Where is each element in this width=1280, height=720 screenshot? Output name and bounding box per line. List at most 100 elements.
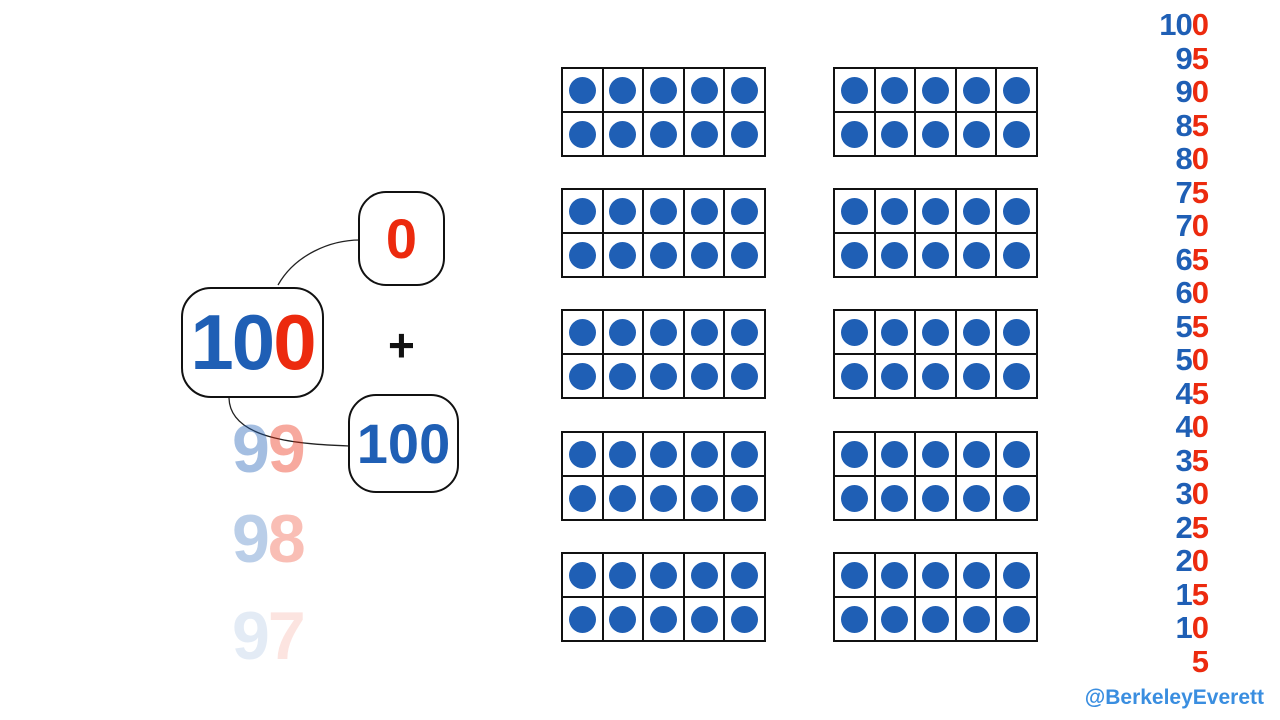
ten-frame-cell bbox=[684, 190, 724, 232]
counter-dot-icon bbox=[921, 318, 949, 346]
count-item: 45 bbox=[1159, 376, 1210, 411]
counter-dot-icon bbox=[1003, 197, 1031, 225]
counter-dot-icon bbox=[1003, 76, 1031, 104]
counter-dot-icon bbox=[962, 197, 990, 225]
ten-frame-cell bbox=[644, 355, 683, 397]
ten-frame-cell bbox=[997, 554, 1036, 596]
ten-frame-cell bbox=[644, 190, 683, 232]
counter-dot-icon bbox=[840, 484, 868, 512]
ten-frame-cell bbox=[916, 433, 955, 475]
ten-frame-cell bbox=[563, 355, 602, 397]
counter-dot-icon bbox=[1003, 120, 1031, 148]
counter-dot-icon bbox=[609, 362, 637, 390]
counter-dot-icon bbox=[921, 120, 949, 148]
ten-frame-cell bbox=[563, 554, 602, 596]
main-number-ones: 0 bbox=[273, 298, 316, 386]
ten-frame-cell bbox=[725, 477, 764, 519]
count-ones: 5 bbox=[1191, 241, 1209, 277]
ten-frame-cell bbox=[875, 433, 915, 475]
counter-dot-icon bbox=[1003, 561, 1031, 589]
ten-frame-cell bbox=[997, 113, 1036, 155]
ten-frame bbox=[561, 188, 766, 278]
count-ones: 0 bbox=[1191, 74, 1209, 109]
ten-frame-cell bbox=[835, 69, 874, 111]
counter-dot-icon bbox=[609, 318, 637, 346]
counter-dot-icon bbox=[840, 605, 868, 633]
counter-dot-icon bbox=[649, 440, 677, 468]
count-ones: 0 bbox=[1191, 275, 1209, 310]
counter-dot-icon bbox=[1003, 318, 1031, 346]
ones-part-bubble: 0 bbox=[358, 191, 445, 286]
count-tens: 2 bbox=[1175, 509, 1193, 545]
ten-frame-cell bbox=[916, 598, 955, 640]
counter-dot-icon bbox=[962, 362, 990, 390]
ten-frame-cell bbox=[725, 598, 764, 640]
ten-frame-cell bbox=[835, 598, 874, 640]
count-ones: 0 bbox=[1191, 476, 1209, 511]
ten-frame-cell bbox=[875, 477, 915, 519]
count-item: 40 bbox=[1159, 409, 1210, 444]
ten-frame-cell bbox=[875, 69, 915, 111]
ten-frame-cell bbox=[997, 311, 1036, 353]
ten-frame-cell bbox=[603, 554, 643, 596]
counter-dot-icon bbox=[690, 440, 718, 468]
ten-frame-cell bbox=[956, 554, 996, 596]
counter-dot-icon bbox=[1003, 362, 1031, 390]
counter-dot-icon bbox=[731, 484, 759, 512]
counter-dot-icon bbox=[568, 362, 596, 390]
count-item: 95 bbox=[1159, 41, 1210, 76]
ten-frame bbox=[833, 552, 1038, 642]
count-ones: 5 bbox=[1191, 174, 1209, 210]
ten-frame-cell bbox=[956, 190, 996, 232]
main-number-tens: 10 bbox=[190, 298, 275, 386]
tens-part-bubble: 100 bbox=[348, 394, 459, 493]
ten-frame-cell bbox=[684, 355, 724, 397]
ten-frame-cell bbox=[563, 190, 602, 232]
author-handle: @BerkeleyEverett bbox=[1084, 686, 1264, 709]
counter-dot-icon bbox=[731, 318, 759, 346]
ten-frame-cell bbox=[916, 190, 955, 232]
ten-frame-cell bbox=[835, 433, 874, 475]
ten-frame-cell bbox=[563, 433, 602, 475]
count-ones: 0 bbox=[1191, 7, 1209, 42]
counter-dot-icon bbox=[649, 76, 677, 104]
ten-frame-cell bbox=[916, 69, 955, 111]
ten-frame-cell bbox=[875, 190, 915, 232]
counter-dot-icon bbox=[568, 484, 596, 512]
ten-frame-cell bbox=[644, 234, 683, 276]
ten-frame-cell bbox=[725, 433, 764, 475]
counter-dot-icon bbox=[1003, 484, 1031, 512]
ten-frame-cell bbox=[997, 355, 1036, 397]
ten-frame-cell bbox=[997, 190, 1036, 232]
counter-dot-icon bbox=[609, 484, 637, 512]
counter-dot-icon bbox=[881, 484, 909, 512]
counter-dot-icon bbox=[649, 120, 677, 148]
ten-frame-cell bbox=[997, 234, 1036, 276]
counter-dot-icon bbox=[568, 197, 596, 225]
ten-frame-cell bbox=[603, 69, 643, 111]
counter-dot-icon bbox=[881, 241, 909, 269]
counter-dot-icon bbox=[609, 197, 637, 225]
ten-frame-cell bbox=[956, 433, 996, 475]
ten-frame bbox=[833, 309, 1038, 399]
counter-dot-icon bbox=[731, 76, 759, 104]
ten-frame bbox=[561, 309, 766, 399]
counter-dot-icon bbox=[609, 440, 637, 468]
ten-frame-cell bbox=[603, 234, 643, 276]
counter-dot-icon bbox=[690, 76, 718, 104]
count-item: 85 bbox=[1159, 108, 1210, 143]
ten-frame-cell bbox=[997, 477, 1036, 519]
counter-dot-icon bbox=[609, 605, 637, 633]
count-tens: 3 bbox=[1175, 476, 1193, 511]
count-ones: 0 bbox=[1191, 409, 1209, 444]
ten-frame-cell bbox=[956, 311, 996, 353]
counter-dot-icon bbox=[962, 241, 990, 269]
count-tens: 7 bbox=[1175, 208, 1193, 243]
count-item: 100 bbox=[1159, 7, 1209, 42]
count-item: 35 bbox=[1159, 443, 1210, 478]
counter-dot-icon bbox=[962, 440, 990, 468]
counter-dot-icon bbox=[731, 197, 759, 225]
counter-dot-icon bbox=[881, 605, 909, 633]
counter-dot-icon bbox=[1003, 241, 1031, 269]
